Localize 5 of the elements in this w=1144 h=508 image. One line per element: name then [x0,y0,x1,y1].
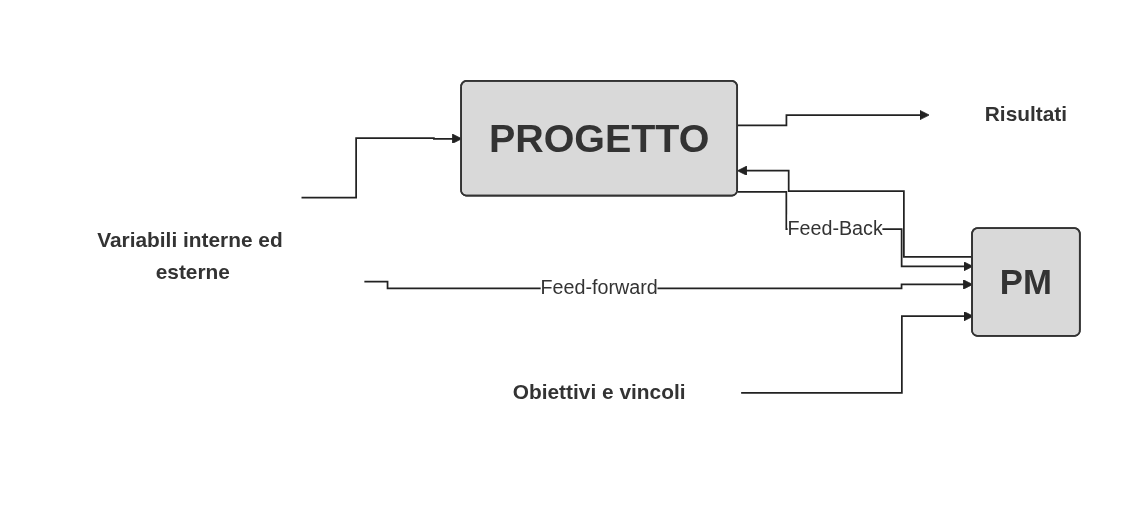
edge-label: Feed-Back [787,217,883,240]
node-text: Variabili interne ed esterne [97,228,283,284]
node-text: Risultati [984,102,1068,127]
node-text: Obiettivi e vincoli [512,380,686,404]
edge-label: Feed-forward [540,277,658,300]
